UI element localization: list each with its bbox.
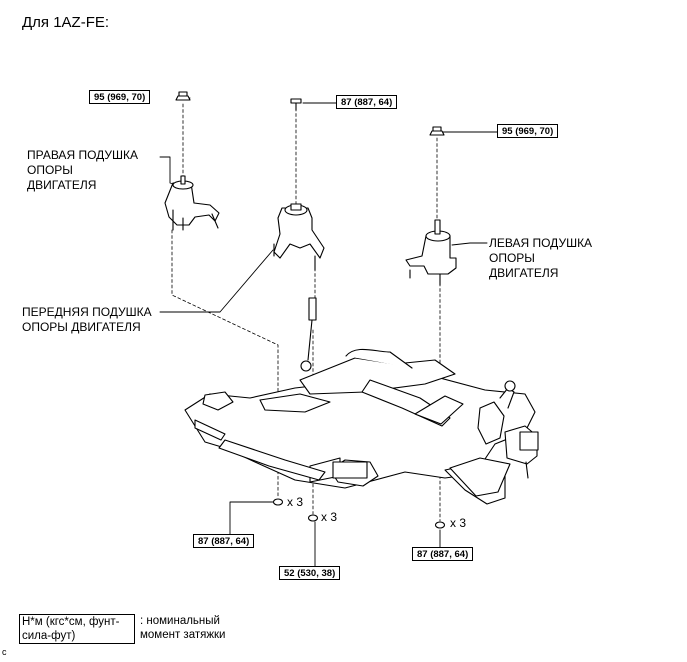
- torque-top-left-mount: 95 (969, 70): [497, 124, 559, 138]
- quantity-left: x 3: [450, 516, 467, 530]
- stabilizer-link: [300, 297, 317, 372]
- torque-top-front-mount: 87 (887, 64): [336, 95, 398, 109]
- right-mount-label: ПРАВАЯ ПОДУШКА ОПОРЫ ДВИГАТЕЛЯ: [27, 148, 139, 192]
- leader-lines: [159, 97, 498, 567]
- torque-bottom-front: 52 (530, 38): [279, 566, 341, 580]
- legend-description: : номинальный момент затяжки: [140, 615, 226, 641]
- left-engine-mount: [405, 219, 457, 286]
- quantity-front: x 3: [321, 510, 338, 524]
- bottom-fasteners: [272, 498, 446, 529]
- right-engine-mount: [164, 175, 220, 231]
- front-engine-mount: [273, 203, 325, 271]
- page-title: Для 1AZ-FE:: [22, 14, 110, 31]
- quantity-right: x 3: [287, 495, 304, 509]
- figure-code: c: [2, 647, 7, 657]
- front-subframe: [184, 348, 539, 505]
- top-fasteners: [175, 91, 445, 136]
- torque-bottom-left: 87 (887, 64): [412, 547, 474, 561]
- torque-bottom-right: 87 (887, 64): [193, 534, 255, 548]
- left-mount-label: ЛЕВАЯ ПОДУШКА ОПОРЫ ДВИГАТЕЛЯ: [489, 236, 593, 280]
- torque-top-right-mount: 95 (969, 70): [89, 90, 151, 104]
- legend-units-box: Н*м (кгс*см, фунт- сила-фут): [19, 614, 135, 644]
- front-mount-label: ПЕРЕДНЯЯ ПОДУШКА ОПОРЫ ДВИГАТЕЛЯ: [22, 305, 152, 334]
